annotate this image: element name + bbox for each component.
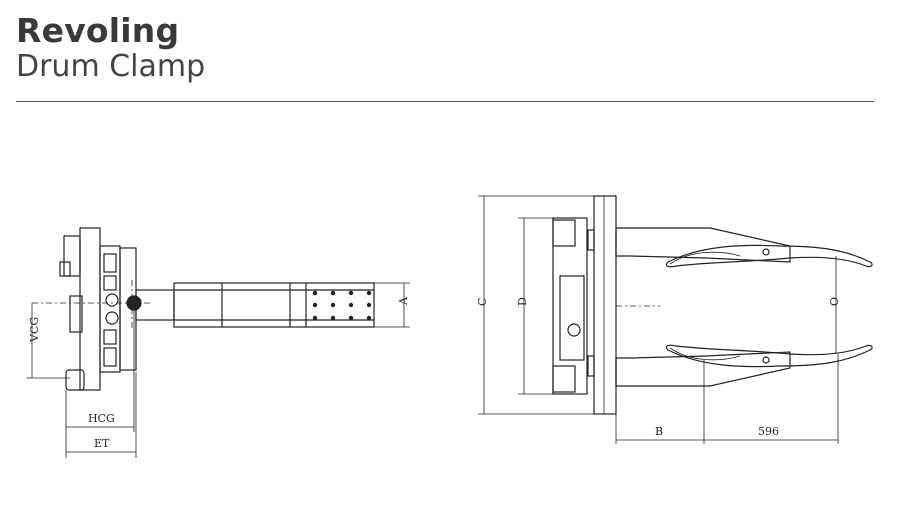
top-lower-pin — [762, 356, 770, 364]
top-housing-lower — [552, 365, 576, 393]
side-block-1 — [103, 253, 117, 273]
top-motor-detail — [567, 323, 581, 337]
dim-vcg-label: VCG — [28, 317, 41, 343]
top-upper-jaw — [665, 244, 873, 268]
dim-c-label: C — [476, 298, 489, 306]
top-motor-block — [559, 275, 585, 361]
side-arm — [173, 282, 375, 328]
top-upper-arm — [615, 227, 791, 263]
side-block-2 — [103, 275, 117, 291]
dim-b-label: B — [655, 425, 663, 438]
side-backplate — [79, 227, 101, 391]
side-arm-base — [135, 289, 175, 321]
side-hook-upper — [63, 235, 81, 277]
top-carriage-plate — [593, 195, 617, 415]
side-frame — [99, 245, 121, 373]
product-subtitle: Drum Clamp — [16, 49, 206, 84]
dim-d-label: D — [516, 297, 529, 306]
top-housing-upper — [552, 219, 576, 247]
dim-et-label: ET — [94, 437, 110, 450]
dim-hcg-label: HCG — [88, 412, 115, 425]
side-hook-lower — [65, 369, 85, 391]
top-rotator-housing — [552, 217, 588, 395]
top-lower-jaw — [665, 344, 873, 368]
top-view — [478, 195, 873, 444]
dim-a-label: A — [397, 296, 410, 306]
brand-title: Revoling — [16, 11, 180, 50]
side-block-4 — [103, 347, 117, 367]
dim-o-label: O — [828, 297, 841, 306]
dim-596-label: 596 — [758, 425, 779, 438]
side-block-3 — [103, 329, 117, 345]
side-pivot-bottom — [105, 311, 119, 325]
side-hook-detail — [59, 261, 71, 277]
top-upper-pin — [762, 248, 770, 256]
side-bolt-pattern — [312, 290, 372, 321]
top-tab-upper — [587, 229, 595, 251]
top-tab-lower — [587, 355, 595, 377]
side-view — [26, 227, 410, 458]
top-lower-arm — [615, 351, 791, 387]
side-mid-bracket — [69, 295, 83, 333]
side-pivot-top — [105, 293, 119, 307]
top-lower-jaw-detail — [669, 347, 741, 361]
top-upper-jaw-detail — [669, 251, 741, 265]
header-divider — [16, 101, 874, 102]
